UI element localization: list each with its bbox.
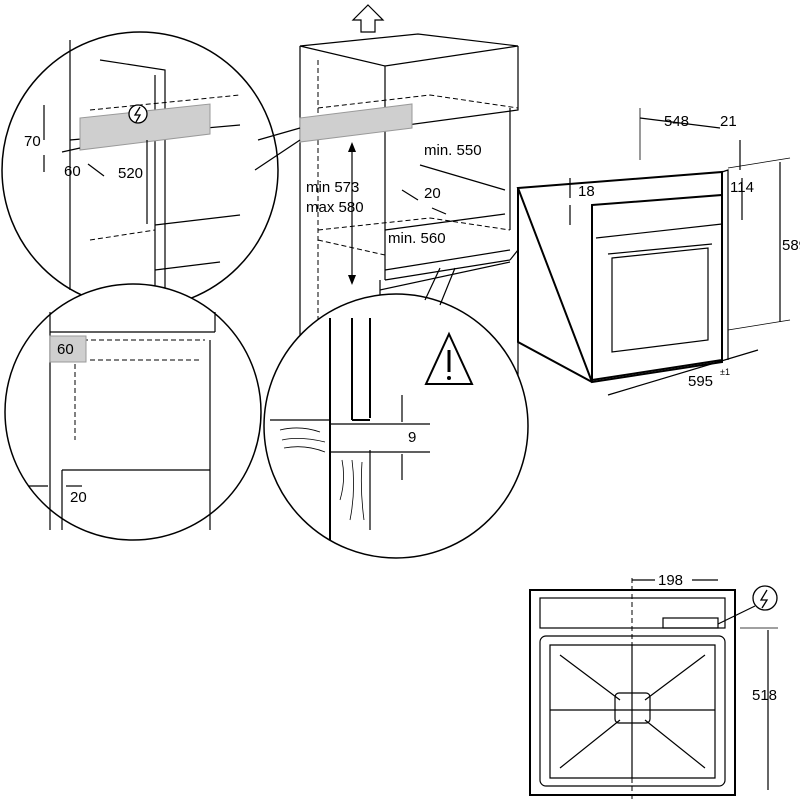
- cabinet-dimensions: min 573 max 580 min. 550 20 min. 560: [306, 142, 506, 285]
- dim-20-bottom: 20: [70, 489, 87, 506]
- oven-front-view: [529, 578, 778, 800]
- dim-114: 114: [730, 179, 754, 196]
- oven-drawing: [516, 169, 729, 384]
- dim-max580: max 580: [306, 199, 364, 216]
- dim-min560: min. 560: [388, 230, 446, 247]
- detail-circle-bottom: 60 20: [4, 283, 262, 541]
- leader-center: [424, 267, 441, 301]
- detail-circle-top: 70 60 520: [1, 31, 279, 309]
- dim-60-box: 60: [57, 341, 74, 358]
- junction-box-detail: [49, 335, 87, 363]
- dim-21: 21: [720, 113, 737, 130]
- front-view-dimensions: 198 518: [632, 572, 778, 790]
- dim-520: 520: [118, 165, 143, 182]
- electric-connection-icon: [752, 585, 778, 611]
- detail-circle-center: 9: [263, 293, 529, 559]
- leader-center-2: [439, 267, 456, 306]
- dim-70: 70: [24, 133, 41, 150]
- dim-18: 18: [578, 183, 595, 200]
- dim-min573: min 573: [306, 179, 359, 196]
- warning-icon: [424, 331, 474, 385]
- dim-595-tolerance: ±1: [720, 367, 730, 377]
- dim-589: 589: [782, 237, 800, 254]
- junction-zone: [299, 103, 413, 143]
- dim-548: 548: [664, 113, 689, 130]
- dim-60-top: 60: [64, 163, 81, 180]
- leader-top-2: [254, 139, 301, 171]
- dim-518: 518: [752, 687, 777, 704]
- junction-zone-detail: [79, 103, 211, 151]
- dim-595: 595: [688, 373, 713, 390]
- dim-min550: min. 550: [424, 142, 482, 159]
- oven-dimensions: 548 21 18 114 589 595 ±1: [569, 108, 800, 396]
- leader-top: [257, 127, 301, 141]
- dim-20-inner: 20: [424, 185, 441, 202]
- dim-198: 198: [658, 572, 683, 589]
- up-arrow-icon: [351, 4, 385, 33]
- electric-connection-icon: [128, 104, 148, 124]
- dim-9: 9: [408, 429, 416, 446]
